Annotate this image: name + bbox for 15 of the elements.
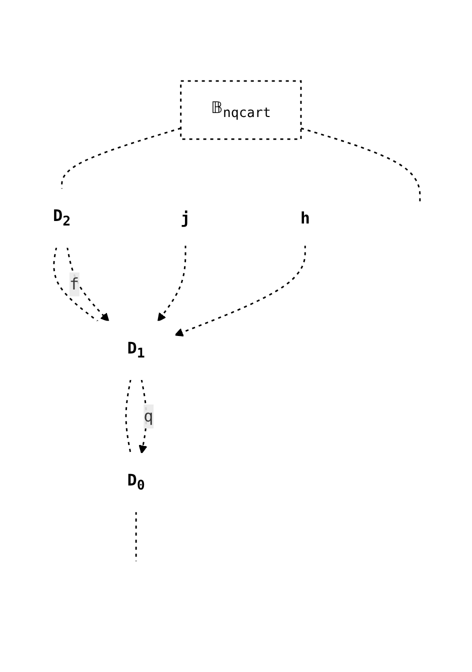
node-box: 𝔹$_{nqcart}$ [180, 80, 302, 140]
node-text: D$_{2}$ [52, 206, 70, 230]
node-text: D$_{0}$ [126, 470, 144, 494]
node-text: h [300, 208, 310, 227]
arrow [66, 246, 109, 322]
connector [124, 379, 131, 454]
connector [300, 127, 420, 203]
node-text: j [180, 208, 190, 227]
arrow [174, 244, 306, 336]
arrow [156, 244, 186, 322]
node-text: D$_{1}$ [126, 338, 144, 362]
arrow [138, 379, 147, 454]
edge-label: q [143, 406, 153, 426]
connector [52, 246, 98, 322]
edge-label: f [68, 274, 79, 293]
